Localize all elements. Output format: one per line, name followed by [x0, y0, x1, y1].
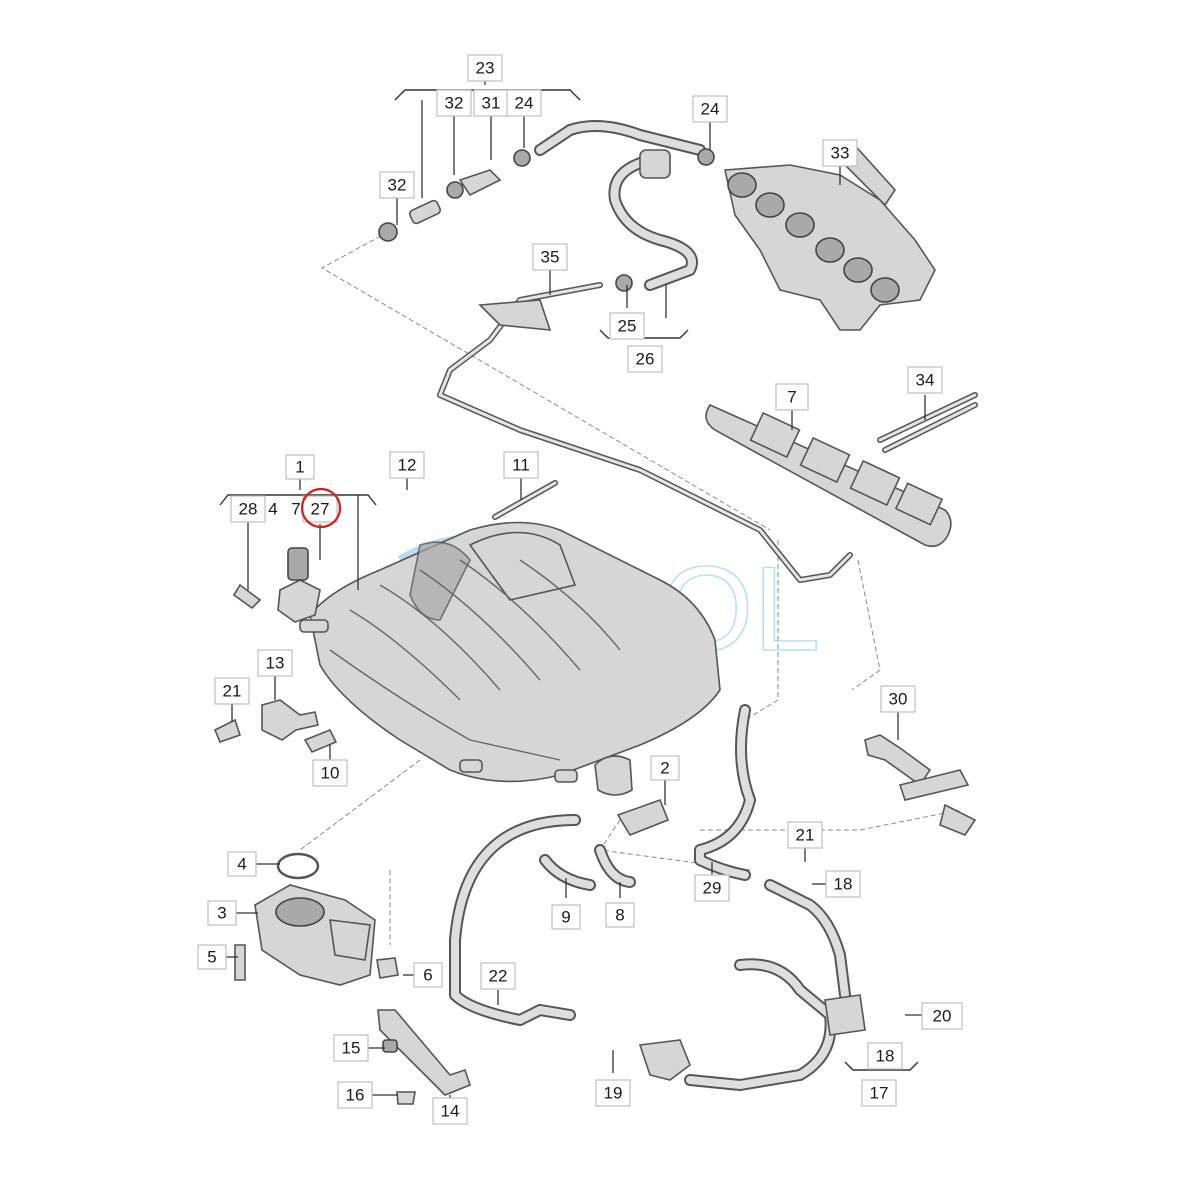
- svg-text:24: 24: [515, 94, 534, 113]
- callout-23: 23: [467, 54, 503, 82]
- callout-7: 7: [775, 383, 809, 411]
- callout-2: 2: [650, 755, 680, 781]
- throttle-body: [254, 852, 376, 986]
- svg-text:29: 29: [703, 879, 722, 898]
- svg-text:2: 2: [660, 759, 669, 778]
- callout-28: 28: [230, 495, 266, 523]
- svg-text:26: 26: [636, 350, 655, 369]
- svg-text:3: 3: [217, 904, 226, 923]
- callout-17: 17: [861, 1079, 897, 1107]
- svg-text:13: 13: [266, 654, 285, 673]
- svg-text:25: 25: [618, 317, 637, 336]
- svg-text:31: 31: [482, 94, 501, 113]
- callout-15: 15: [333, 1034, 369, 1062]
- svg-text:7: 7: [291, 500, 300, 519]
- svg-text:32: 32: [388, 176, 407, 195]
- svg-text:28: 28: [239, 500, 258, 519]
- svg-text:6: 6: [423, 966, 432, 985]
- callout-25: 25: [609, 312, 645, 340]
- callout-34: 34: [907, 366, 943, 394]
- svg-text:4: 4: [268, 500, 277, 519]
- svg-text:20: 20: [933, 1007, 952, 1026]
- callout-6: 6: [413, 962, 443, 988]
- callout-14: 14: [432, 1097, 468, 1125]
- vent-pipe: [437, 282, 853, 583]
- svg-text:34: 34: [916, 371, 935, 390]
- lower-hoses: [449, 704, 977, 1091]
- callout-7: 7: [291, 500, 300, 519]
- callout-26: 26: [627, 345, 663, 373]
- callout-32: 32: [436, 89, 472, 117]
- callouts: 23 32 31 24 24 33 32 35 25 26 34 7 12 11…: [197, 54, 963, 1125]
- callout-30: 30: [880, 685, 916, 713]
- callout-18: 18: [867, 1042, 903, 1070]
- svg-text:8: 8: [615, 906, 624, 925]
- callout-10: 10: [312, 759, 348, 787]
- svg-text:23: 23: [476, 59, 495, 78]
- callout-8: 8: [605, 902, 635, 928]
- svg-text:32: 32: [445, 94, 464, 113]
- callout-27: 27: [300, 487, 342, 529]
- svg-text:18: 18: [834, 875, 853, 894]
- exhaust-manifold: [724, 139, 936, 331]
- callout-29: 29: [694, 874, 730, 902]
- svg-text:30: 30: [889, 690, 908, 709]
- callout-5: 5: [197, 944, 227, 970]
- svg-text:11: 11: [512, 456, 530, 475]
- callout-11: 11: [503, 451, 539, 479]
- callout-19: 19: [595, 1079, 631, 1107]
- svg-text:18: 18: [876, 1047, 895, 1066]
- svg-text:33: 33: [831, 144, 850, 163]
- callout-24: 24: [506, 89, 542, 117]
- callout-20: 20: [921, 1002, 963, 1030]
- callout-35: 35: [532, 243, 568, 271]
- callout-18: 18: [825, 870, 861, 898]
- svg-text:35: 35: [541, 248, 560, 267]
- breather-hoses: [378, 120, 715, 292]
- callout-21: 21: [214, 677, 250, 705]
- callout-1: 1: [285, 454, 315, 480]
- svg-text:21: 21: [223, 682, 242, 701]
- sensors: [261, 547, 970, 836]
- callout-9: 9: [551, 904, 581, 930]
- intake-manifold: [299, 521, 721, 796]
- svg-text:19: 19: [604, 1084, 623, 1103]
- callout-4: 4: [227, 851, 257, 877]
- callout-21: 21: [787, 821, 823, 849]
- svg-text:17: 17: [870, 1084, 889, 1103]
- cable-tie: [877, 392, 978, 453]
- callout-22: 22: [480, 962, 516, 990]
- callout-32: 32: [379, 171, 415, 199]
- svg-text:14: 14: [441, 1102, 460, 1121]
- callout-4: 4: [268, 500, 277, 519]
- svg-text:1: 1: [295, 458, 304, 477]
- callout-24: 24: [692, 95, 728, 123]
- callout-12: 12: [389, 451, 425, 479]
- svg-text:15: 15: [342, 1039, 361, 1058]
- svg-text:4: 4: [237, 855, 246, 874]
- highlight-ring: [300, 487, 342, 529]
- support-bracket: [213, 583, 471, 1105]
- callout-33: 33: [822, 139, 858, 167]
- svg-text:12: 12: [398, 456, 417, 475]
- svg-text:22: 22: [489, 967, 508, 986]
- callout-16: 16: [337, 1081, 373, 1109]
- svg-text:24: 24: [701, 100, 720, 119]
- intake-gasket: [705, 403, 952, 548]
- callout-13: 13: [257, 649, 293, 677]
- svg-text:5: 5: [207, 948, 216, 967]
- svg-text:27: 27: [311, 500, 330, 519]
- svg-text:16: 16: [346, 1086, 365, 1105]
- callout-3: 3: [207, 900, 237, 926]
- svg-text:7: 7: [787, 388, 796, 407]
- svg-text:21: 21: [796, 826, 815, 845]
- svg-text:9: 9: [561, 908, 570, 927]
- callout-31: 31: [473, 89, 509, 117]
- svg-text:10: 10: [321, 764, 340, 783]
